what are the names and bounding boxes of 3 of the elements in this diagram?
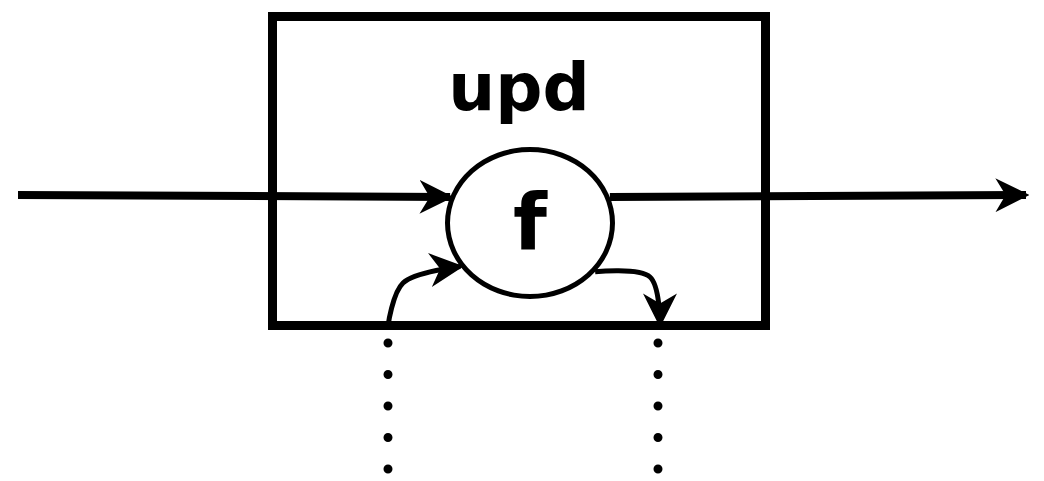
function-label: f [513, 184, 547, 262]
arrow [609, 178, 1030, 213]
module-box [268, 12, 770, 330]
